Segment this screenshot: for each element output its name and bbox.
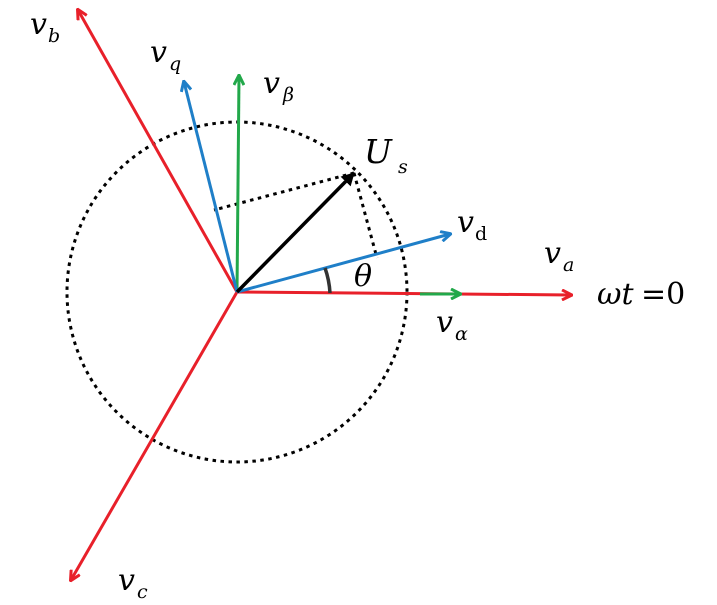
theta-arc xyxy=(323,267,332,294)
svg-text:v: v xyxy=(436,305,453,340)
vd-axis xyxy=(236,234,450,294)
svg-text:b: b xyxy=(48,25,60,47)
svg-text:v: v xyxy=(30,7,47,42)
svg-text:v: v xyxy=(263,66,280,101)
label-theta: θ xyxy=(354,259,372,294)
label-valpha: v α xyxy=(436,305,468,345)
label-vb: v b xyxy=(30,7,60,47)
label-vq: v q xyxy=(150,35,181,75)
label-vc: v c xyxy=(118,563,148,603)
svg-text:s: s xyxy=(398,156,408,178)
svg-text:θ: θ xyxy=(354,259,372,294)
q-projection-dashed-line xyxy=(213,171,355,212)
label-omega-t-zero: ωt =0 xyxy=(597,277,685,312)
vbeta-axis xyxy=(237,76,239,293)
label-va: v a xyxy=(544,236,574,276)
vq-axis xyxy=(184,82,239,293)
reference-circle xyxy=(65,120,409,464)
svg-text:α: α xyxy=(455,323,468,345)
svg-text:c: c xyxy=(137,581,148,603)
vb-axis xyxy=(78,10,239,293)
svg-text:q: q xyxy=(169,53,181,75)
label-us: U s xyxy=(364,132,408,178)
svg-text:U: U xyxy=(364,132,393,171)
svg-text:v: v xyxy=(457,205,474,240)
svg-text:=0: =0 xyxy=(641,277,685,312)
vc-axis xyxy=(71,291,239,580)
svg-text:ωt: ωt xyxy=(597,277,634,312)
svg-text:v: v xyxy=(118,563,135,598)
svg-text:a: a xyxy=(563,254,574,276)
label-vd: v d xyxy=(457,205,487,245)
svg-text:v: v xyxy=(150,35,167,70)
svg-text:d: d xyxy=(475,223,487,245)
us-vector xyxy=(235,171,356,294)
label-vbeta: v β xyxy=(263,66,294,106)
va-axis xyxy=(236,292,571,295)
d-projection-dashed-line xyxy=(352,172,379,259)
svg-text:v: v xyxy=(544,236,561,271)
svg-text:β: β xyxy=(282,84,294,106)
